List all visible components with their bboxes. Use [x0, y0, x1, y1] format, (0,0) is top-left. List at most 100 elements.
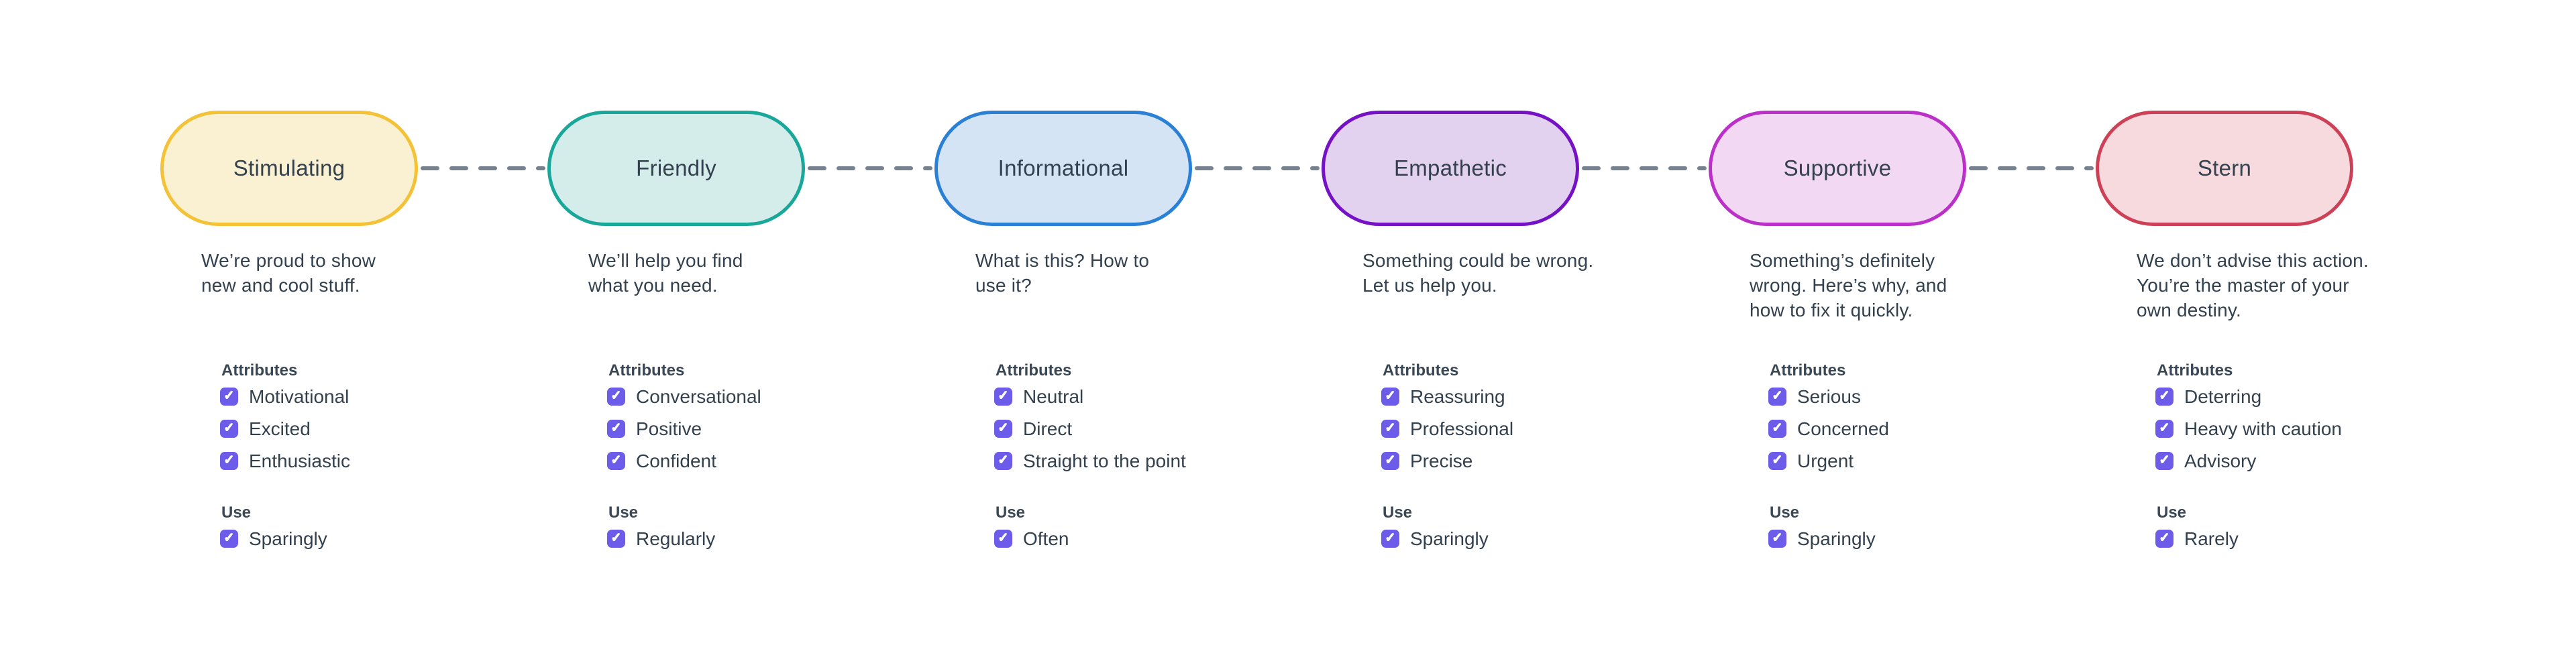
- checkbox-checked[interactable]: ✓: [220, 530, 238, 548]
- tone-name: Informational: [998, 156, 1129, 180]
- checkbox-checked[interactable]: ✓: [607, 388, 625, 406]
- check-icon: ✓: [998, 453, 1009, 467]
- check-icon: ✓: [1772, 453, 1783, 467]
- check-icon: ✓: [610, 421, 622, 435]
- checkbox-checked[interactable]: ✓: [994, 388, 1012, 406]
- use-heading: Use: [1383, 504, 1413, 522]
- checkbox-checked[interactable]: ✓: [220, 420, 238, 438]
- checkbox-checked[interactable]: ✓: [1381, 530, 1399, 548]
- checkbox-checked[interactable]: ✓: [1768, 452, 1786, 470]
- check-icon: ✓: [610, 389, 622, 403]
- attribute-label: Heavy with caution: [2184, 418, 2343, 439]
- attribute-label: Serious: [1797, 386, 1861, 407]
- attributes-heading: Attributes: [1770, 361, 1846, 379]
- attribute-label: Excited: [249, 418, 311, 439]
- tone-column: Stimulating We’re proud to show new and …: [96, 0, 483, 549]
- use-heading: Use: [1770, 504, 1800, 522]
- tone-column: Empathetic Something could be wrong. Let…: [1257, 0, 1644, 549]
- use-label: Rarely: [2184, 528, 2239, 549]
- checkbox-checked[interactable]: ✓: [1768, 420, 1786, 438]
- check-icon: ✓: [610, 531, 622, 545]
- check-icon: ✓: [223, 421, 235, 435]
- attribute-row: ✓ Precise: [1381, 450, 1644, 471]
- checkbox-checked[interactable]: ✓: [1381, 420, 1399, 438]
- tone-name: Stern: [2197, 156, 2252, 180]
- attribute-row: ✓ Positive: [607, 418, 870, 439]
- check-icon: ✓: [1385, 421, 1396, 435]
- tone-name: Empathetic: [1393, 156, 1507, 180]
- use-label: Sparingly: [1410, 528, 1489, 549]
- attribute-row: ✓ Advisory: [2155, 450, 2418, 471]
- attribute-row: ✓ Confident: [607, 451, 870, 471]
- check-icon: ✓: [1772, 389, 1783, 403]
- checkbox-checked[interactable]: ✓: [2155, 420, 2174, 438]
- attribute-label: Advisory: [2184, 450, 2257, 471]
- use-row: ✓ Sparingly: [220, 528, 483, 549]
- use-heading: Use: [221, 504, 252, 522]
- checkbox-checked[interactable]: ✓: [994, 420, 1012, 438]
- attribute-row: ✓ Direct: [994, 418, 1257, 439]
- use-row: ✓ Often: [994, 528, 1257, 549]
- tone-pill: Friendly: [547, 111, 805, 226]
- use-label: Sparingly: [1797, 528, 1876, 549]
- tone-description: Something’s definitely wrong. Here’s why…: [1750, 250, 1947, 320]
- attribute-label: Deterring: [2184, 386, 2262, 407]
- tone-pill: Informational: [934, 111, 1192, 226]
- attribute-row: ✓ Urgent: [1768, 450, 2031, 471]
- tone-spectrum: Stimulating We’re proud to show new and …: [96, 0, 2418, 549]
- use-label: Sparingly: [249, 528, 327, 549]
- attribute-label: Precise: [1410, 450, 1473, 471]
- check-icon: ✓: [998, 389, 1009, 403]
- use-heading: Use: [996, 504, 1026, 522]
- use-row: ✓ Sparingly: [1768, 528, 2031, 549]
- checkbox-checked[interactable]: ✓: [1768, 388, 1786, 406]
- use-row: ✓ Regularly: [607, 528, 870, 549]
- checkbox-checked[interactable]: ✓: [994, 530, 1012, 548]
- use-heading: Use: [2157, 504, 2187, 522]
- attribute-label: Professional: [1410, 418, 1514, 439]
- check-icon: ✓: [1385, 389, 1396, 403]
- use-section: Use ✓ Regularly: [483, 503, 870, 549]
- use-heading: Use: [608, 504, 639, 522]
- checkbox-checked[interactable]: ✓: [2155, 452, 2174, 470]
- use-label: Often: [1023, 528, 1069, 549]
- attribute-label: Concerned: [1797, 418, 1889, 439]
- checkbox-checked[interactable]: ✓: [607, 420, 625, 438]
- attributes-heading: Attributes: [2157, 361, 2233, 379]
- attribute-label: Urgent: [1797, 450, 1854, 471]
- attributes-heading: Attributes: [996, 361, 1072, 379]
- attributes-heading: Attributes: [1383, 361, 1459, 379]
- check-icon: ✓: [2159, 453, 2170, 467]
- tone-description: Something could be wrong. Let us help yo…: [1362, 250, 1594, 296]
- tone-column: Stern We don’t advise this action. You’r…: [2031, 0, 2418, 549]
- attribute-row: ✓ Conversational: [607, 386, 870, 407]
- check-icon: ✓: [998, 531, 1009, 545]
- attribute-label: Positive: [636, 418, 702, 439]
- attribute-row: ✓ Reassuring: [1381, 386, 1644, 407]
- use-section: Use ✓ Rarely: [2031, 503, 2418, 549]
- checkbox-checked[interactable]: ✓: [220, 388, 238, 406]
- checkbox-checked[interactable]: ✓: [220, 452, 238, 470]
- attribute-row: ✓ Neutral: [994, 386, 1257, 407]
- checkbox-checked[interactable]: ✓: [1768, 530, 1786, 548]
- checkbox-checked[interactable]: ✓: [1381, 388, 1399, 406]
- attributes-heading: Attributes: [221, 361, 298, 379]
- attribute-row: ✓ Straight to the point: [994, 451, 1257, 471]
- attribute-row: ✓ Serious: [1768, 386, 2031, 407]
- check-icon: ✓: [1772, 421, 1783, 435]
- attribute-label: Motivational: [249, 386, 350, 407]
- checkbox-checked[interactable]: ✓: [2155, 530, 2174, 548]
- tone-pill: Stimulating: [160, 111, 418, 226]
- checkbox-checked[interactable]: ✓: [607, 452, 625, 470]
- checkbox-checked[interactable]: ✓: [607, 530, 625, 548]
- checkbox-checked[interactable]: ✓: [994, 452, 1012, 470]
- checkbox-checked[interactable]: ✓: [2155, 388, 2174, 406]
- check-icon: ✓: [223, 531, 235, 545]
- attribute-label: Reassuring: [1410, 386, 1505, 407]
- check-icon: ✓: [2159, 421, 2170, 435]
- attribute-label: Neutral: [1023, 386, 1084, 407]
- check-icon: ✓: [1385, 531, 1396, 545]
- tone-description: We’ll help you find what you need.: [588, 250, 743, 296]
- checkbox-checked[interactable]: ✓: [1381, 452, 1399, 470]
